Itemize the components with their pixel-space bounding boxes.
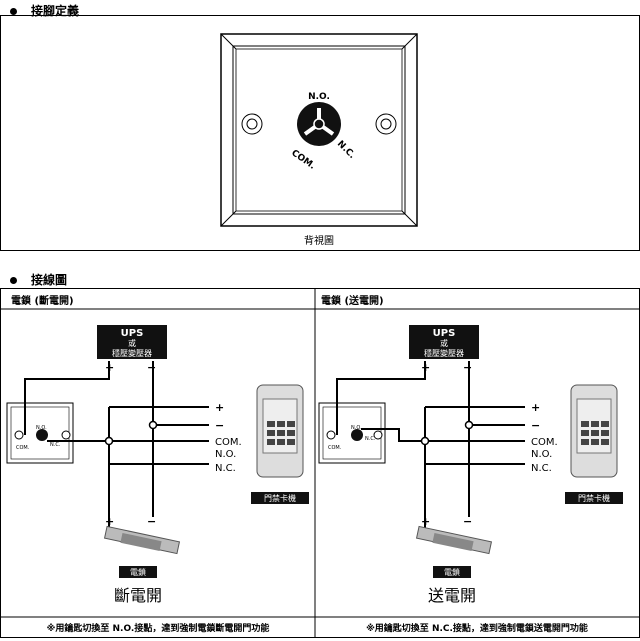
back-view-caption: 背視圖 <box>304 234 334 247</box>
svg-text:+: + <box>531 401 540 414</box>
left-switch-plate: N.O. COM. N.C. <box>6 402 74 464</box>
svg-text:電鎖: 電鎖 <box>444 567 460 577</box>
svg-text:或: 或 <box>128 338 136 348</box>
section1-panel: N.O. COM. N.C. 背視圖 <box>0 15 640 251</box>
svg-text:N.O.: N.O. <box>215 449 236 460</box>
back-view-diagram: N.O. COM. N.C. 背視圖 <box>220 33 418 247</box>
left-reader-label: 門禁卡機 <box>264 493 296 503</box>
right-ups-box: UPS 或 穩壓變壓器 <box>409 325 479 359</box>
right-reader-label: 門禁卡機 <box>578 493 610 503</box>
svg-text:−: − <box>147 361 156 374</box>
right-result-label: 送電開 <box>428 586 476 605</box>
svg-text:+: + <box>215 401 224 414</box>
right-panel-header: 電鎖 (送電開) <box>321 294 384 307</box>
section1-header: 接腳定義 <box>10 2 79 19</box>
section2-panel: 電鎖 (斷電開) 電鎖 (送電開) UPS 或 穩壓變壓器 + − N.O. C… <box>0 288 640 638</box>
svg-text:N.C.: N.C. <box>50 442 61 448</box>
svg-text:−: − <box>215 419 224 432</box>
left-card-reader-icon <box>256 384 304 478</box>
right-card-reader-icon <box>570 384 618 478</box>
svg-text:−: − <box>147 515 156 528</box>
svg-text:COM.: COM. <box>215 437 242 448</box>
svg-text:N.C.: N.C. <box>531 463 552 474</box>
section2-header: 接線圖 <box>10 271 67 288</box>
screw-right-icon <box>375 113 397 135</box>
svg-text:N.O.: N.O. <box>351 425 362 431</box>
svg-text:+: + <box>105 515 114 528</box>
left-ups-box: UPS 或 穩壓變壓器 <box>97 325 167 359</box>
svg-text:COM.: COM. <box>328 445 342 451</box>
right-footer-note: ※用鑰匙切換至 N.C.接點，達到強制電鎖送電開門功能 <box>366 622 588 634</box>
svg-text:或: 或 <box>440 338 448 348</box>
left-lock-icon <box>103 525 181 555</box>
key-switch-icon <box>297 102 341 146</box>
left-result-label: 斷電開 <box>114 586 162 605</box>
wiring-diagram: 電鎖 (斷電開) 電鎖 (送電開) UPS 或 穩壓變壓器 + − N.O. C… <box>1 289 639 637</box>
bullet-icon <box>10 277 17 284</box>
svg-text:N.O.: N.O. <box>531 449 552 460</box>
svg-text:N.C.: N.C. <box>215 463 236 474</box>
svg-text:UPS: UPS <box>433 328 456 339</box>
section1-title: 接腳定義 <box>31 4 80 18</box>
svg-text:N.O.: N.O. <box>36 425 47 431</box>
pin-no-label: N.O. <box>308 92 330 102</box>
svg-text:+: + <box>421 515 430 528</box>
svg-text:−: − <box>463 515 472 528</box>
left-footer-note: ※用鑰匙切換至 N.O.接點，達到強制電鎖斷電開門功能 <box>47 622 270 634</box>
section2-title: 接線圖 <box>31 273 68 287</box>
svg-text:穩壓變壓器: 穩壓變壓器 <box>112 348 152 358</box>
svg-text:UPS: UPS <box>121 328 144 339</box>
svg-text:−: − <box>531 419 540 432</box>
svg-text:−: − <box>463 361 472 374</box>
svg-text:N.C.: N.C. <box>365 436 376 442</box>
right-switch-plate: N.O. COM. N.C. <box>318 402 386 464</box>
svg-text:COM.: COM. <box>531 437 558 448</box>
right-lock-icon <box>415 525 493 555</box>
left-panel-header: 電鎖 (斷電開) <box>11 294 74 307</box>
svg-text:電鎖: 電鎖 <box>130 567 146 577</box>
bullet-icon <box>10 8 17 15</box>
screw-left-icon <box>241 113 263 135</box>
svg-text:穩壓變壓器: 穩壓變壓器 <box>424 348 464 358</box>
svg-text:COM.: COM. <box>16 445 30 451</box>
